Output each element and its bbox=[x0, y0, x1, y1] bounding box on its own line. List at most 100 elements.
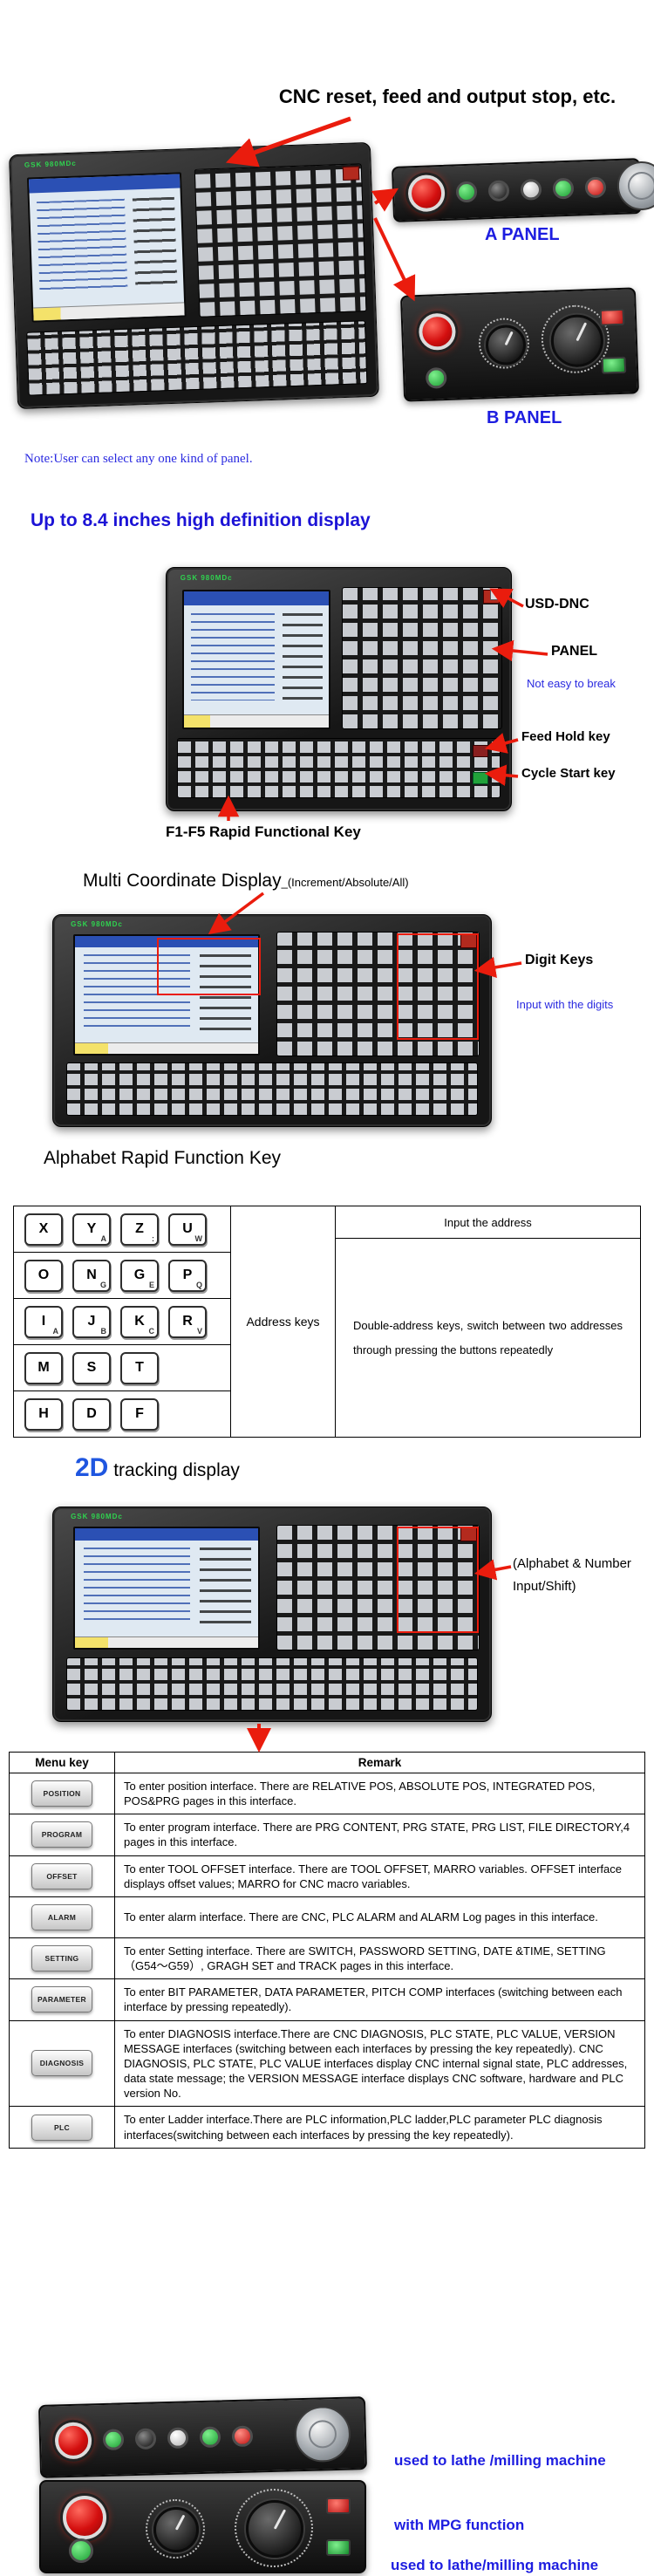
white-button[interactable] bbox=[167, 2427, 189, 2450]
key-sub-letter: C bbox=[148, 1326, 155, 1336]
menu-table-header-row: Menu key Remark bbox=[9, 1752, 645, 1773]
menu-key-plc[interactable]: PLC bbox=[31, 2114, 92, 2141]
panel-note: Note:User can select any one kind of pan… bbox=[24, 452, 253, 466]
key-main-letter: H bbox=[38, 1406, 49, 1421]
address-key-o[interactable]: O bbox=[24, 1259, 63, 1292]
mpg-handwheel[interactable] bbox=[616, 161, 654, 211]
screen-softkey-strip bbox=[74, 1636, 259, 1649]
menu-table-row: OFFSET To enter TOOL OFFSET interface. Th… bbox=[9, 1855, 645, 1897]
screen-coordinate-values bbox=[132, 196, 178, 290]
address-key-s[interactable]: S bbox=[72, 1351, 111, 1384]
menu-key-alarm[interactable]: ALARM bbox=[31, 1903, 92, 1930]
key-main-letter: D bbox=[86, 1406, 97, 1421]
arrow-to-a-panel bbox=[371, 188, 399, 212]
black-button[interactable] bbox=[134, 2428, 157, 2450]
alphabet-number-callout-line1: (Alphabet & Number bbox=[513, 1556, 631, 1571]
cycle-start-key[interactable] bbox=[473, 771, 488, 784]
band-panel-text-line1: used to lathe/milling machine bbox=[391, 2557, 599, 2574]
green-button[interactable] bbox=[455, 181, 478, 203]
emergency-stop-button[interactable] bbox=[418, 312, 457, 352]
usb-dnc-port[interactable] bbox=[490, 590, 506, 601]
menu-table-row: SETTING To enter Setting interface. There… bbox=[9, 1937, 645, 1980]
address-key-x[interactable]: X bbox=[24, 1213, 63, 1246]
menu-key-setting[interactable]: SETTING bbox=[31, 1945, 92, 1972]
feed-hold-key[interactable] bbox=[473, 744, 488, 757]
key-sub-letter: B bbox=[100, 1326, 107, 1336]
address-key-t[interactable]: T bbox=[120, 1351, 159, 1384]
highlight-box-digit-keys bbox=[397, 933, 479, 1040]
digit-keys-callout: Digit Keys bbox=[525, 953, 594, 967]
white-button[interactable] bbox=[520, 179, 542, 201]
mpg-handwheel[interactable] bbox=[294, 2405, 351, 2463]
s4-heading: Alphabet Rapid Function Key bbox=[44, 1148, 282, 1168]
emergency-stop-button[interactable] bbox=[407, 174, 446, 213]
controller-function-keys bbox=[66, 1657, 478, 1711]
mode-band-switch[interactable] bbox=[153, 2507, 199, 2552]
key-sub-letter: G bbox=[99, 1280, 106, 1289]
screen-coordinate-values bbox=[199, 1547, 251, 1624]
address-key-h[interactable]: H bbox=[24, 1397, 63, 1431]
address-key-f[interactable]: F bbox=[120, 1397, 159, 1431]
key-sub-letter: E bbox=[148, 1280, 154, 1289]
green-button[interactable] bbox=[552, 177, 575, 200]
green-button[interactable] bbox=[425, 366, 447, 389]
menu-key-cell: ALARM bbox=[9, 1896, 115, 1938]
menu-key-diagnosis[interactable]: DIAGNOSIS bbox=[31, 2050, 92, 2077]
menu-key-remark: To enter Setting interface. There are SW… bbox=[114, 1937, 645, 1980]
red-button[interactable] bbox=[231, 2425, 254, 2448]
key-main-letter: N bbox=[86, 1268, 97, 1282]
menu-key-program[interactable]: PROGRAM bbox=[31, 1821, 92, 1848]
red-button[interactable] bbox=[584, 176, 607, 199]
key-sub-letter: V bbox=[196, 1326, 202, 1336]
cnc-controller-photo-1: GSK 980MDc bbox=[9, 141, 379, 410]
controller-function-keys bbox=[176, 737, 501, 799]
green-button[interactable] bbox=[102, 2429, 125, 2450]
mpg-panel-text-line2: with MPG function bbox=[394, 2517, 525, 2534]
menu-key-remark: To enter TOOL OFFSET interface. There ar… bbox=[114, 1855, 645, 1897]
a-panel-photo bbox=[391, 158, 654, 222]
green-button[interactable] bbox=[69, 2538, 93, 2563]
brand-logo: GSK 980MDc bbox=[71, 920, 123, 929]
emergency-stop-button[interactable] bbox=[63, 2496, 106, 2539]
s1-title: CNC reset, feed and output stop, etc. bbox=[278, 85, 617, 107]
menu-key-offset[interactable]: OFFSET bbox=[31, 1862, 92, 1889]
green-button[interactable] bbox=[199, 2426, 221, 2449]
s3-heading-sub: _(Increment/Absolute/All) bbox=[281, 876, 409, 889]
emergency-stop-button[interactable] bbox=[54, 2422, 92, 2460]
knob-tick-ring bbox=[146, 2499, 205, 2559]
s5-heading-2d: 2D bbox=[75, 1453, 109, 1482]
highlight-box-alphabet-number-keys bbox=[397, 1527, 479, 1633]
green-button[interactable] bbox=[601, 356, 627, 374]
reset-key[interactable] bbox=[342, 166, 359, 181]
controller-function-keys bbox=[26, 320, 368, 396]
menu-table-header-key: Menu key bbox=[9, 1752, 115, 1773]
green-button[interactable] bbox=[326, 2539, 351, 2556]
red-button[interactable] bbox=[599, 308, 625, 326]
menu-key-parameter[interactable]: PARAMETER bbox=[31, 1986, 92, 2013]
address-key-z[interactable]: Z: bbox=[120, 1213, 159, 1246]
address-key-d[interactable]: D bbox=[72, 1397, 111, 1431]
key-main-letter: K bbox=[134, 1314, 145, 1329]
red-button[interactable] bbox=[326, 2497, 351, 2514]
controller-edit-keypad bbox=[276, 932, 480, 1056]
address-key-m[interactable]: M bbox=[24, 1351, 63, 1384]
feedrate-band-switch[interactable] bbox=[246, 2500, 303, 2558]
black-button[interactable] bbox=[487, 180, 510, 202]
s5-heading: 2D tracking display bbox=[75, 1453, 240, 1483]
menu-key-position[interactable]: POSITION bbox=[31, 1780, 92, 1807]
